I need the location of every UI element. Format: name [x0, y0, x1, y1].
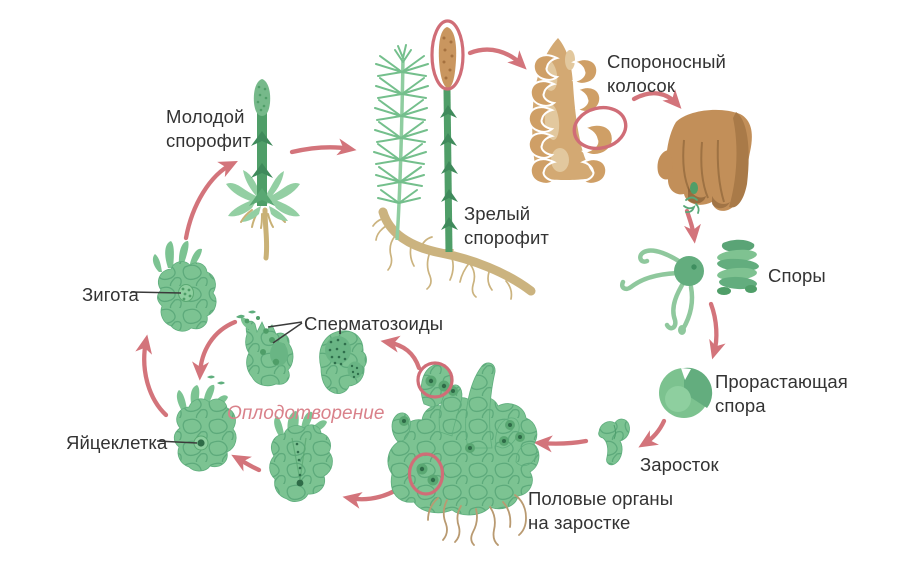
big-prothallus-illustration	[387, 362, 540, 546]
zygote-illustration	[152, 241, 217, 332]
strobilus-section-illustration	[527, 38, 615, 185]
pointer-egg-cell	[156, 440, 198, 444]
label-egg-cell: Яйцеклетка	[66, 432, 168, 453]
arrow-circle-to-antheridium	[380, 335, 422, 371]
label-fertilization: Оплодотворение	[227, 403, 385, 424]
label-young-sporophyte: Молодой спорофит	[166, 106, 251, 152]
label-strobilus: Спороносный колосок	[607, 51, 726, 97]
arrow-strobilus-tip-to-cone	[467, 47, 527, 70]
sporangiophore-illustration	[657, 109, 752, 214]
arrow-zygote-to-young-sporophyte	[183, 161, 238, 241]
label-prothallus: Заросток	[640, 454, 719, 475]
arrow-cone-to-sporangiophore	[631, 89, 682, 109]
archegonium-illustration	[269, 411, 333, 502]
circle-archegonium-on-prothallus	[407, 452, 445, 496]
approaching-sperm	[207, 375, 225, 385]
pointer-zygote	[130, 291, 182, 294]
highlight-circles	[407, 19, 628, 496]
arrow-spores-to-germinating-spore	[708, 301, 726, 360]
label-germinating-spore: Прорастающая спора	[715, 371, 848, 417]
label-mature-sporophyte: Зрелый спорофит	[464, 203, 549, 249]
elaters	[620, 248, 695, 332]
young-sporophyte-illustration	[226, 79, 300, 261]
germinating-spore-illustration	[659, 367, 713, 418]
arrow-prothallus-to-big-prothallus	[533, 435, 589, 453]
label-zygote: Зигота	[82, 284, 139, 305]
label-spermatozoa: Сперматозоиды	[304, 313, 444, 334]
closed-antheridium-illustration	[319, 330, 367, 394]
coiled-spore	[717, 239, 759, 295]
arrow-germinating-spore-to-prothallus	[638, 418, 667, 448]
pointer-spermatozoa-1	[267, 321, 303, 328]
pointer-spermatozoa-2	[272, 322, 303, 344]
label-spores: Споры	[768, 265, 826, 286]
rhizoids	[427, 494, 527, 546]
arrow-sperm-to-egg	[192, 319, 238, 381]
strobilus-tip	[438, 27, 457, 89]
antheridia-dots	[399, 375, 525, 486]
mature-sporophyte-illustration	[372, 27, 536, 300]
arrow-young-to-mature-sporophyte	[289, 138, 357, 156]
arrow-egg-to-zygote	[135, 334, 169, 418]
circle-sporangiophore	[572, 105, 628, 151]
cone-dots	[256, 85, 268, 112]
spores-illustration	[620, 239, 759, 335]
needle-whorls	[373, 44, 429, 204]
roots	[372, 217, 513, 300]
open-antheridium-illustration	[236, 310, 294, 387]
pointer-lines	[130, 291, 303, 444]
circle-strobilus-tip	[430, 19, 465, 91]
vegetative-stem	[395, 57, 405, 241]
spore-body	[674, 256, 704, 286]
stem-sheaths	[440, 105, 458, 230]
rhizome	[378, 207, 536, 296]
released-spore	[690, 182, 698, 194]
sperm-cells	[244, 316, 280, 366]
arrow-archegonium-to-egg	[231, 454, 262, 473]
egg-archegonium-illustration	[173, 375, 237, 472]
arrow-sporangiophore-to-spores	[684, 208, 701, 244]
circle-antheridium-on-prothallus	[416, 361, 454, 399]
label-sex-organs: Половые органы на заростке	[528, 488, 674, 534]
young-prothallus-illustration	[598, 418, 630, 466]
strobilus-dots	[442, 36, 454, 80]
spermatogenic-dots	[328, 338, 360, 379]
